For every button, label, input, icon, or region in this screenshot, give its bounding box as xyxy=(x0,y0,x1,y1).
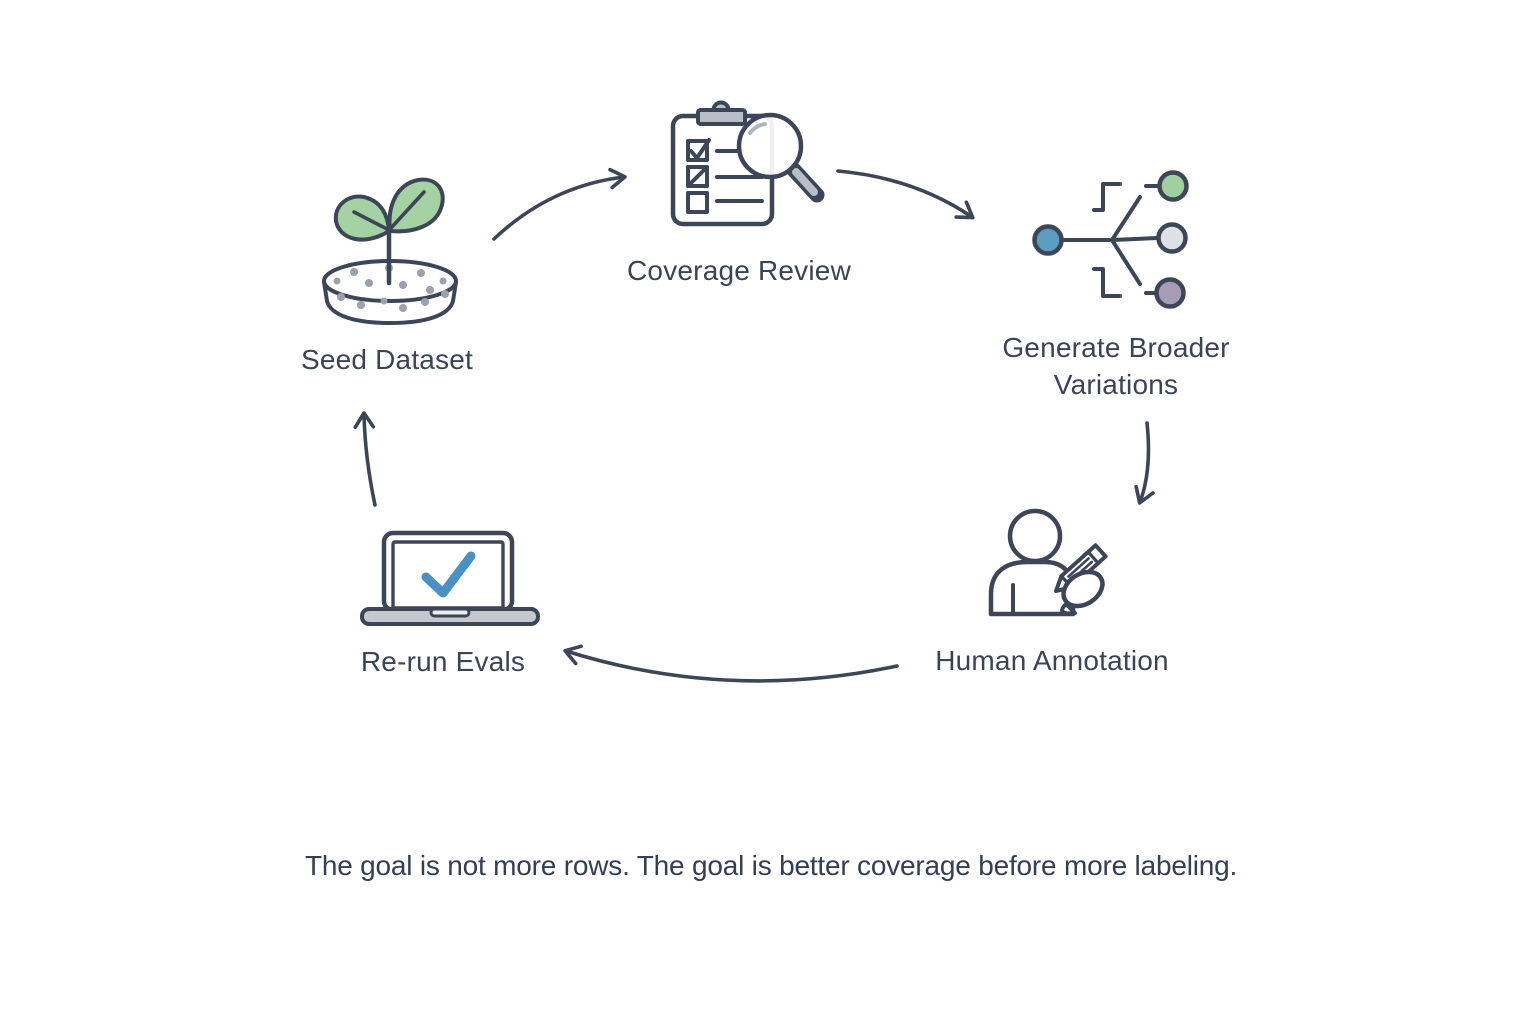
person-hand xyxy=(1061,569,1105,609)
arrow-seed-to-coverage xyxy=(492,167,627,241)
sprout-dish-icon xyxy=(322,177,458,325)
magnifier-lens xyxy=(736,112,804,180)
caption-text: The goal is not more rows. The goal is b… xyxy=(304,850,1238,881)
variation-node-purple xyxy=(1154,277,1186,309)
branch-variations-icon xyxy=(1032,170,1189,309)
arrow-annotation-to-evals xyxy=(563,644,899,683)
label-coverage-review: Coverage Review xyxy=(627,255,851,286)
arrow-evals-to-seed xyxy=(353,411,377,507)
person-head xyxy=(1007,508,1063,564)
laptop-screen xyxy=(391,540,505,610)
arrow-coverage-to-variations xyxy=(836,169,975,220)
variation-node-green xyxy=(1157,170,1189,202)
clipboard-magnifier-icon xyxy=(670,100,825,227)
laptop-notch xyxy=(429,607,471,618)
checkbox-empty xyxy=(686,191,709,214)
check-mark xyxy=(421,551,476,598)
clip xyxy=(696,108,747,126)
label-human-annotation: Human Annotation xyxy=(935,645,1169,676)
arrow-variations-to-annotation xyxy=(1134,421,1155,505)
right-leaf xyxy=(387,177,445,234)
label-seed-dataset: Seed Dataset xyxy=(300,344,474,375)
variation-node-gray xyxy=(1156,222,1188,254)
person-pencil-icon xyxy=(988,508,1108,617)
input-node-blue xyxy=(1032,224,1064,256)
hand-thumb xyxy=(1060,602,1077,616)
label-rerun-evals: Re-run Evals xyxy=(360,646,526,677)
branch-bracket-top xyxy=(1092,182,1122,212)
laptop-check-icon xyxy=(360,530,540,626)
lens-highlight xyxy=(748,122,767,135)
branch-bracket-bottom xyxy=(1092,267,1122,298)
label-generate-broader-variations: Generate Broader Variations xyxy=(1002,332,1230,400)
